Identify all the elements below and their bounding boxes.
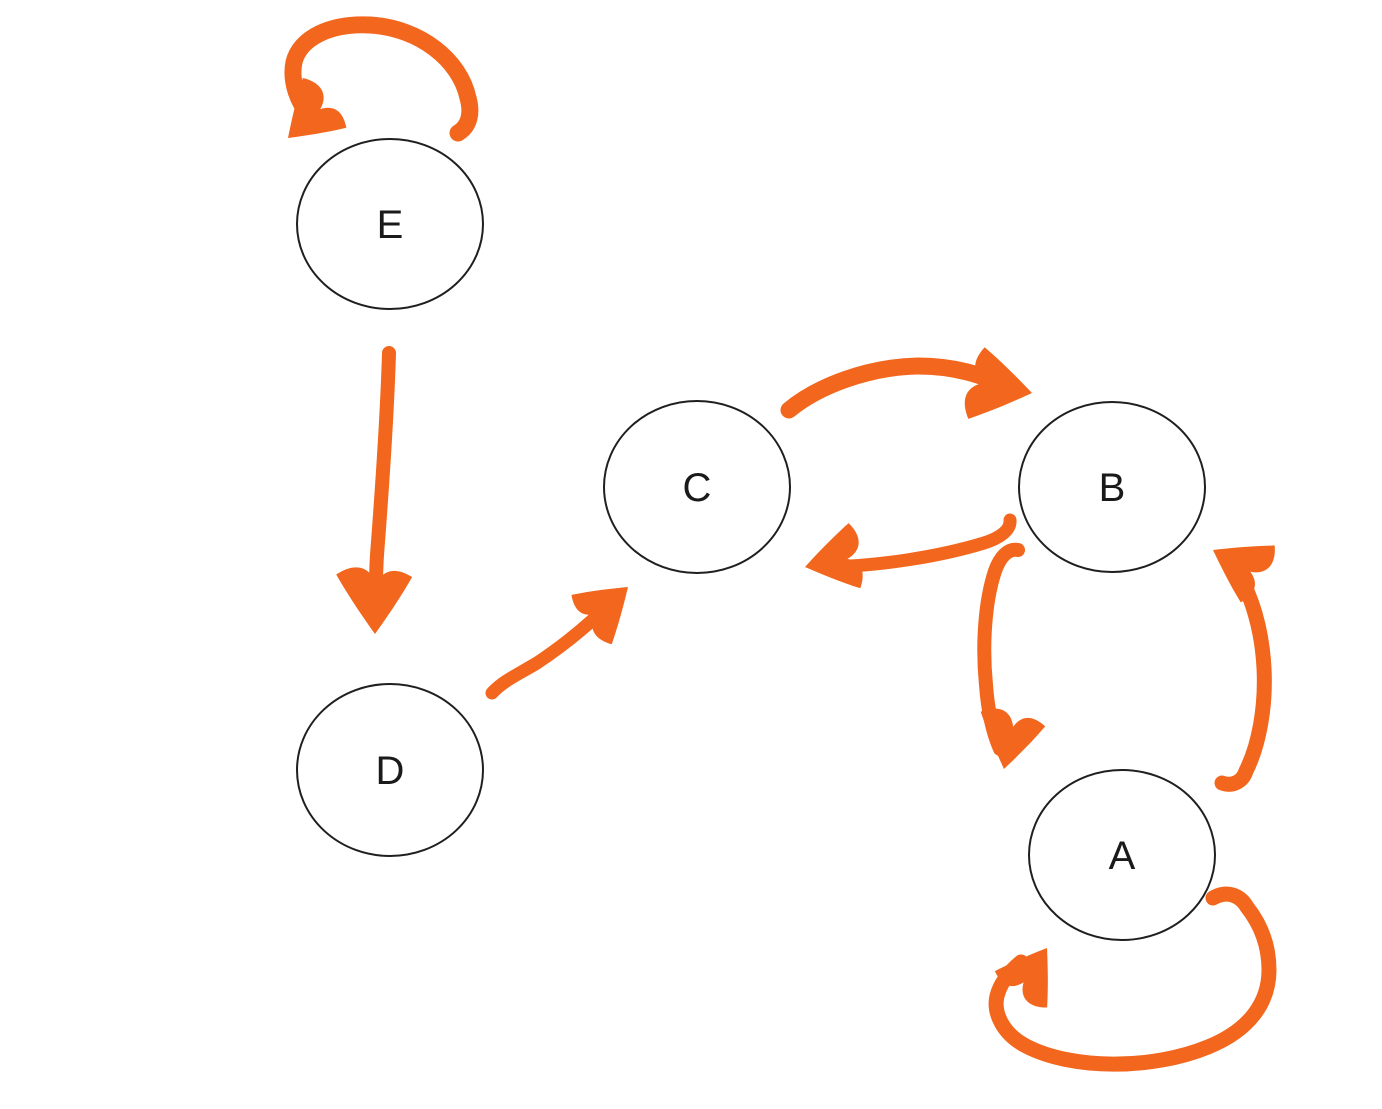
node-E-circle [296,138,484,310]
edge-A-to-B-stem [1214,559,1272,792]
edge-A-self-arrowhead-icon [991,931,1076,1014]
edge-E-to-D-stem [369,346,396,597]
edge-B-to-A-arrowhead-icon [968,704,1047,777]
node-E-label: E [377,203,404,247]
node-B-circle [1018,401,1206,573]
node-E: E [296,138,484,310]
node-B-label: B [1099,466,1126,510]
edge-B-to-A [968,542,1047,777]
node-C: C [603,400,791,574]
node-B: B [1018,401,1206,573]
node-D-label: D [376,749,405,793]
node-A-circle [1028,769,1216,941]
edge-D-to-C [485,564,650,700]
edge-A-to-B-arrowhead-icon [1197,519,1281,606]
node-A-label: A [1109,834,1136,878]
edge-B-to-C [799,513,1017,597]
edge-E-self-stem [284,16,479,142]
edge-A-self-loop [988,886,1277,1072]
node-C-label: C [683,466,712,510]
edge-A-self-stem [988,886,1277,1072]
edge-B-to-C-stem [821,513,1017,574]
edge-E-self-loop [264,16,479,161]
edge-C-to-B [780,345,1040,433]
edge-A-to-B [1197,519,1281,792]
edge-E-self-arrowhead-icon [264,73,351,161]
node-D-circle [296,683,484,857]
node-D: D [296,683,484,857]
edge-E-to-D [333,346,413,636]
node-A: A [1028,769,1216,941]
edge-C-to-B-arrowhead-icon [960,345,1040,433]
node-C-circle [603,400,791,574]
